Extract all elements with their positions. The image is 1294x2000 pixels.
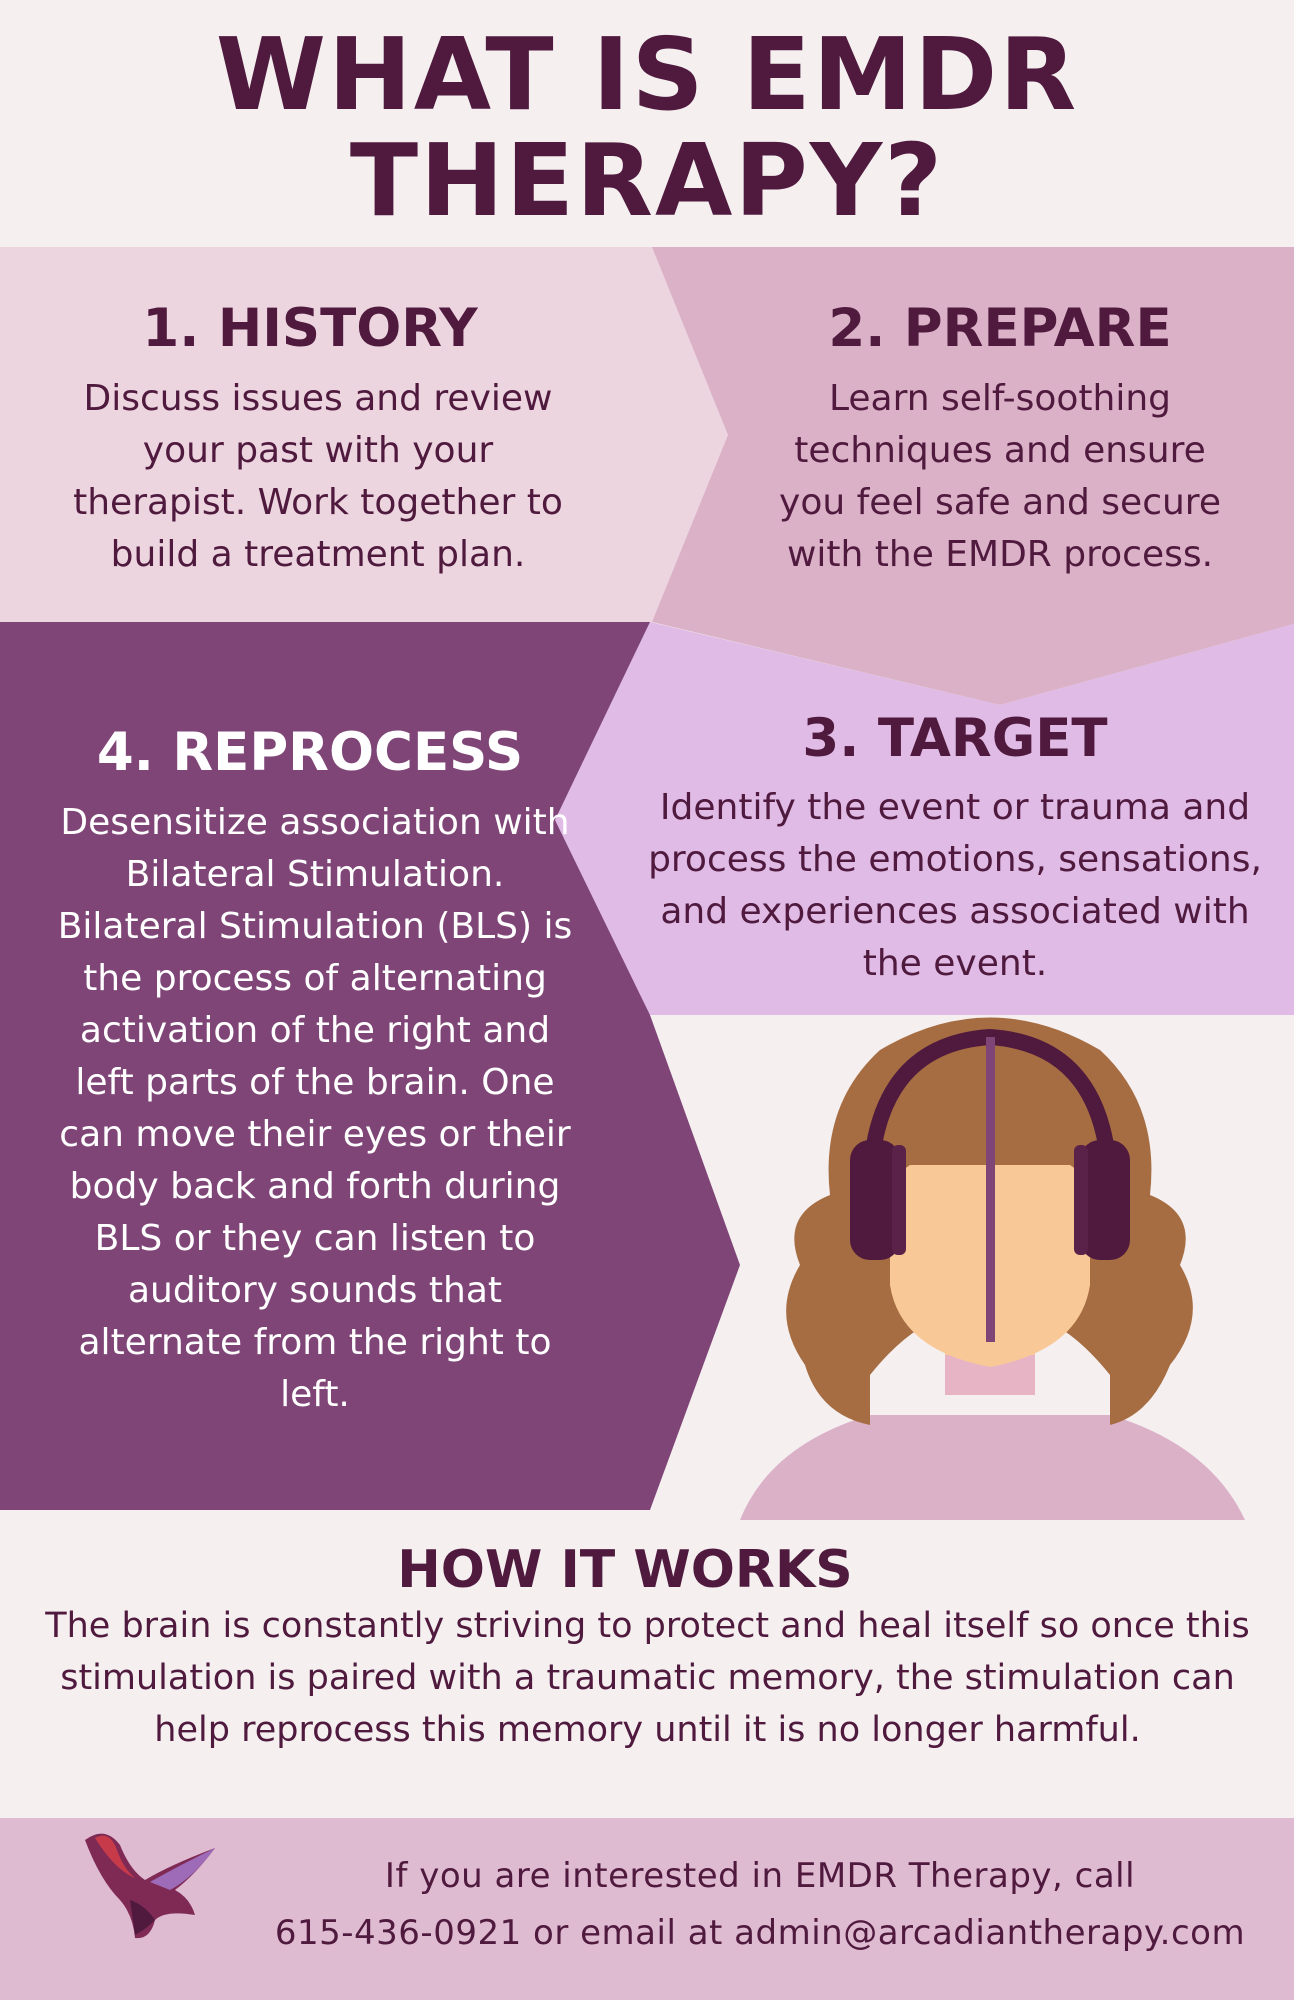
step-target-heading: 3. TARGET [802,708,1108,769]
step-reprocess-heading: 4. REPROCESS [96,722,524,783]
woman-with-headphones-icon [740,1017,1245,1520]
how-it-works-text: The brain is constantly striving to prot… [45,1606,1250,1750]
footer-line-1: If you are interested in EMDR Therapy, c… [384,1856,1136,1896]
title-line-2: THERAPY? [349,122,945,239]
target-panel [555,622,1294,1015]
footer-bar [0,1818,1294,2000]
step-target-text: Identify the event or trauma and process… [648,787,1262,984]
page-title: WHAT IS EMDR THERAPY? [0,22,1294,234]
history-panel [0,247,728,622]
step-prepare-text: Learn self-soothing techniques and ensur… [779,378,1221,575]
title-line-1: WHAT IS EMDR [215,16,1079,133]
footer-line-2[interactable]: 615-436-0921 or email at admin@arcadiant… [274,1913,1246,1953]
reprocess-panel [0,622,740,1510]
prepare-panel [652,247,1294,705]
step-history-text: Discuss issues and review your past with… [73,378,563,575]
bird-logo-icon [85,1833,215,1939]
how-it-works-heading: HOW IT WORKS [397,1540,853,1600]
step-prepare-heading: 2. PREPARE [828,298,1172,359]
step-history-heading: 1. HISTORY [142,298,478,359]
footer-contact-line: 615-436-0921 or email at admin@arcadiant… [240,1907,1280,1959]
step-reprocess-text: Desensitize association with Bilateral S… [57,802,573,1415]
